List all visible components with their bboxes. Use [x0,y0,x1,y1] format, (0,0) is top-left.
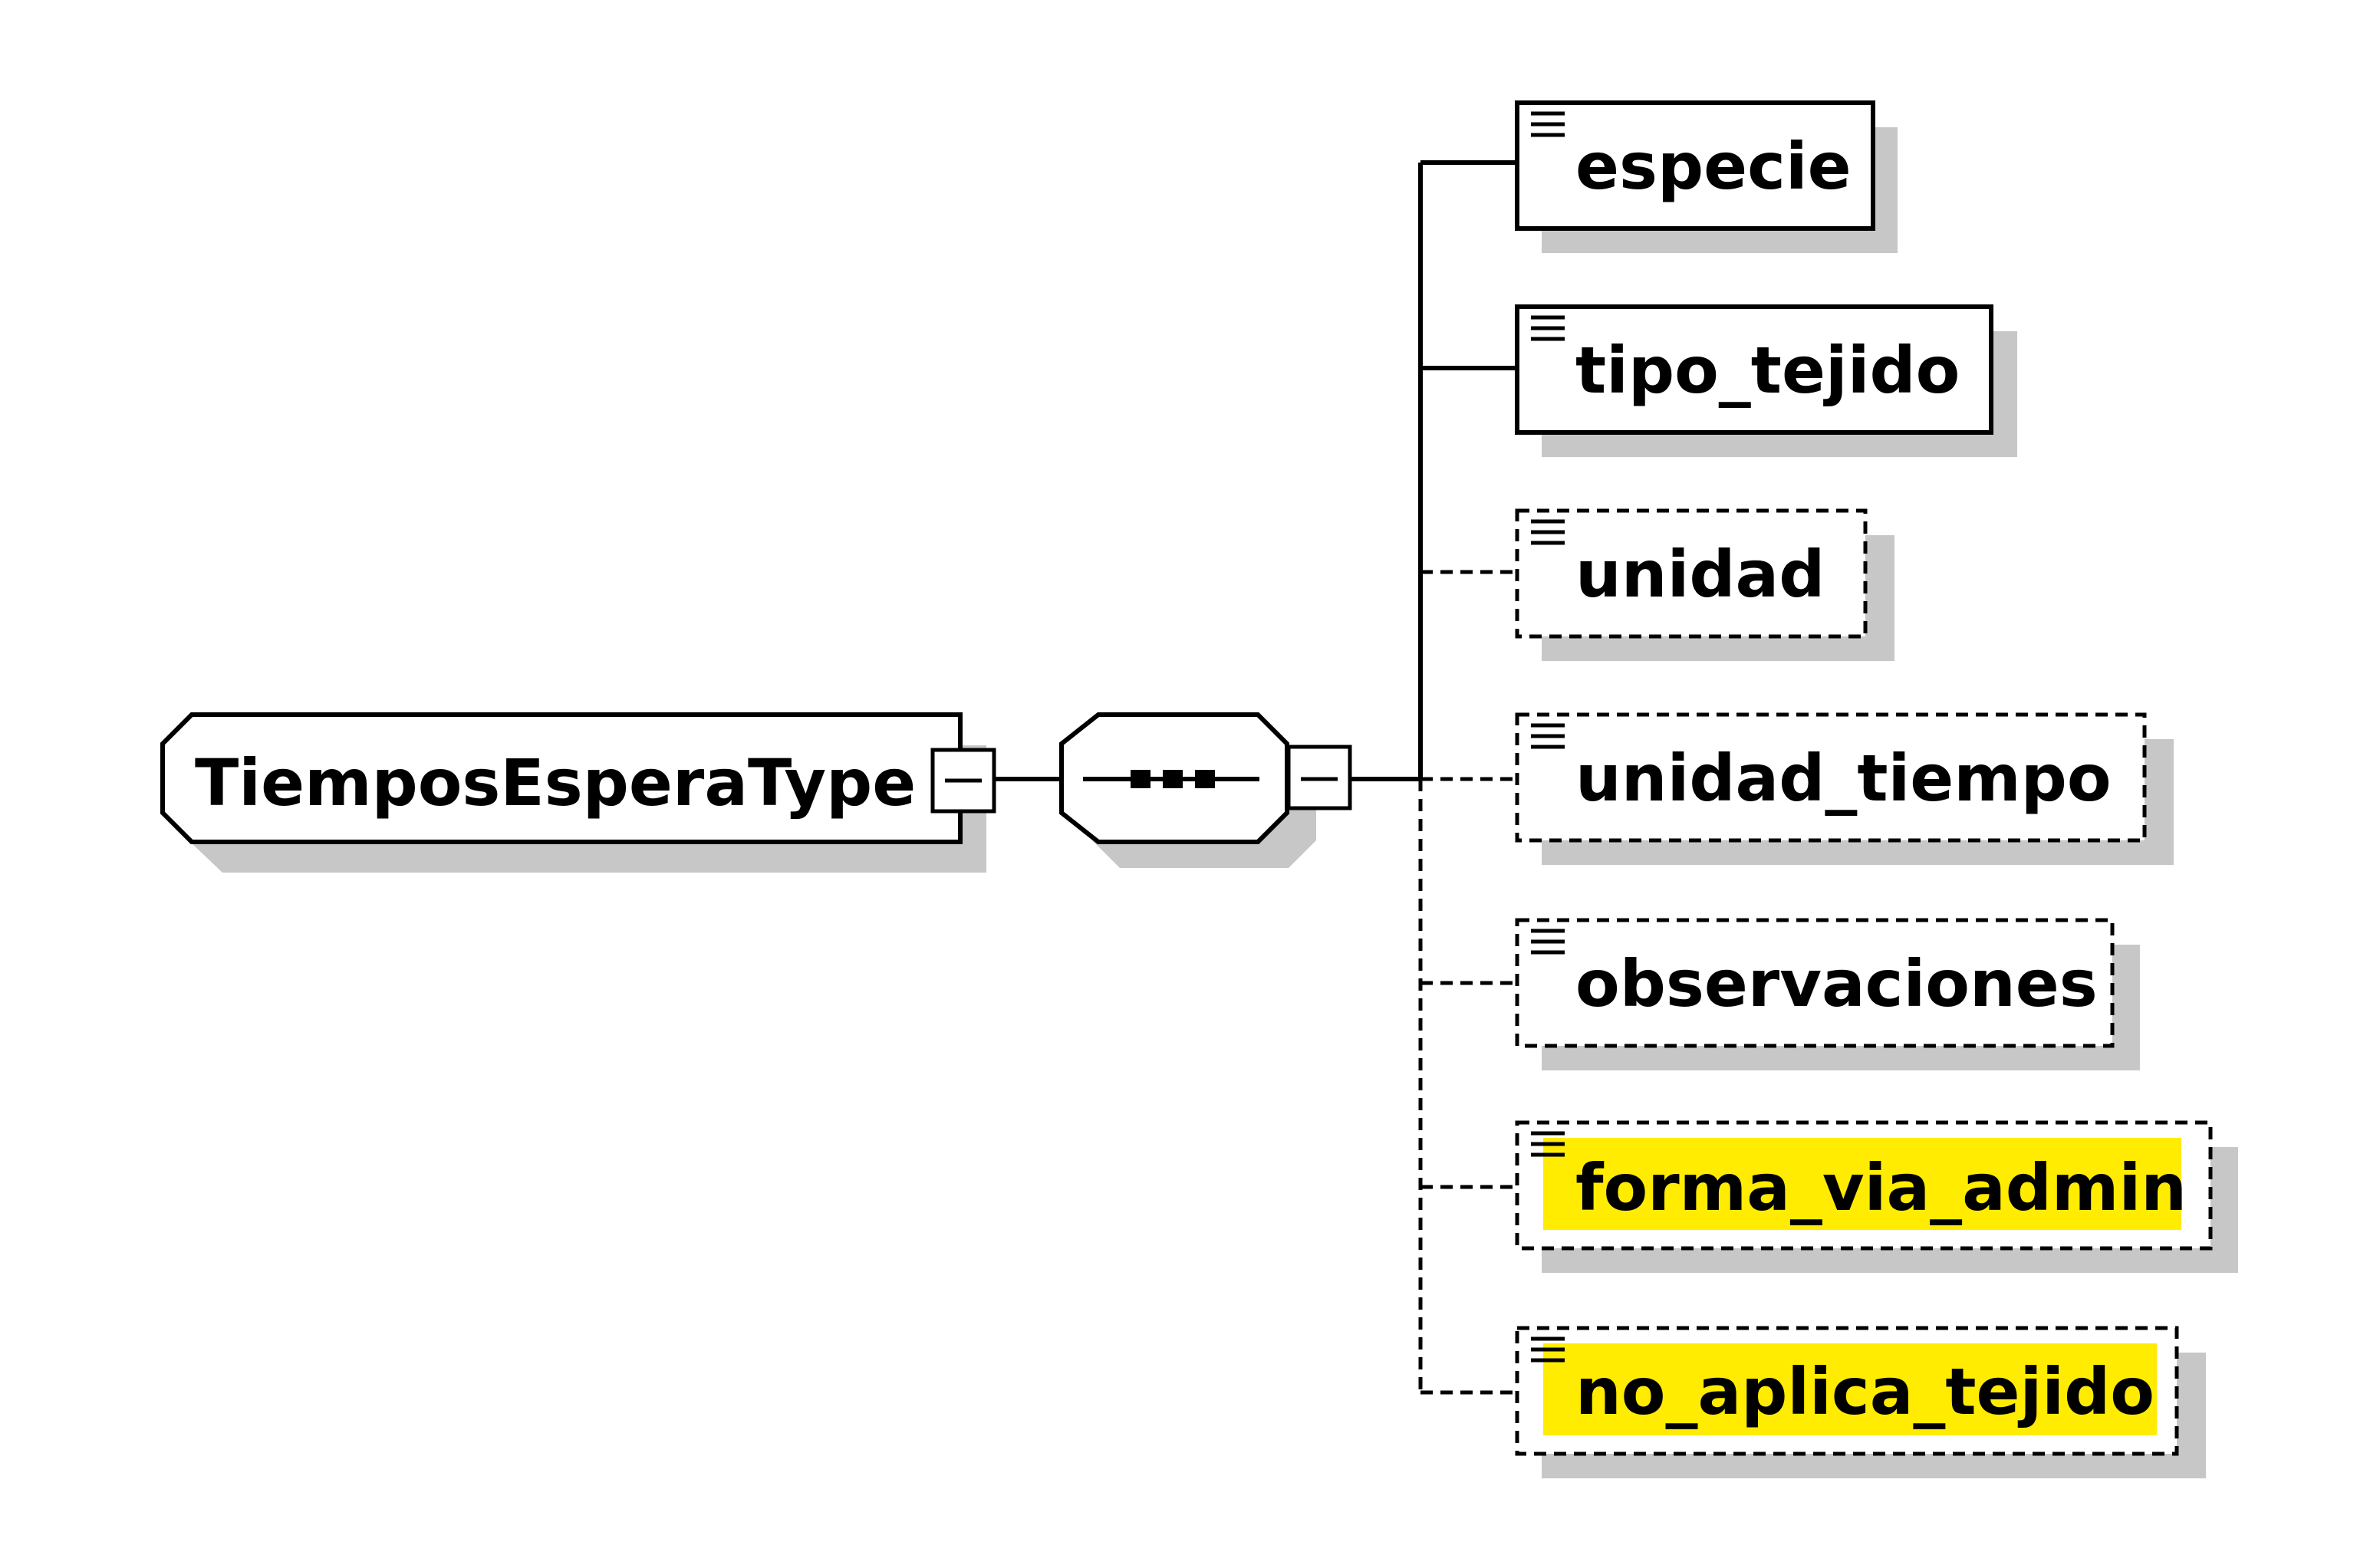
highlight-background [1543,1343,2157,1435]
tree-connectors [1350,160,1516,1395]
element-box [1515,508,1868,639]
element-label: especie [1575,129,1852,204]
element-no-aplica-tejido[interactable]: no_aplica_tejido [1515,1326,2206,1478]
text-lines-icon [1531,723,1565,749]
element-unidad[interactable]: unidad [1515,508,1894,661]
text-lines-icon [1531,1131,1565,1157]
text-lines-icon [1531,929,1565,955]
element-observaciones[interactable]: observaciones [1515,918,2140,1070]
highlight-background [1543,1138,2181,1230]
element-especie[interactable]: especie [1515,100,1898,253]
root-node-box [160,712,963,844]
text-lines-icon [1531,1336,1565,1363]
element-label: forma_via_admin [1575,1150,2187,1225]
text-lines-icon [1531,315,1565,341]
text-lines-icon [1531,111,1565,137]
sequence-compositor[interactable] [1059,712,1316,868]
element-unidad-tiempo[interactable]: unidad_tiempo [1515,712,2174,865]
root-node-label: TiemposEsperaType [195,745,916,820]
element-tipo-tejido[interactable]: tipo_tejido [1515,304,2017,457]
sequence-collapse-toggle[interactable] [1286,745,1352,810]
root-type-node[interactable]: TiemposEsperaType [160,712,986,873]
element-box [1515,712,2147,843]
element-box [1515,100,1875,231]
element-label: unidad_tiempo [1575,741,2112,816]
element-label: unidad [1575,537,1825,612]
element-box [1515,304,1993,435]
element-label: no_aplica_tejido [1575,1354,2155,1429]
element-label: tipo_tejido [1575,333,1960,408]
element-forma-via-admin[interactable]: forma_via_admin [1515,1120,2238,1273]
element-box [1515,918,2115,1048]
element-label: observaciones [1575,946,2098,1021]
text-lines-icon [1531,519,1565,545]
root-collapse-toggle[interactable] [930,748,996,814]
